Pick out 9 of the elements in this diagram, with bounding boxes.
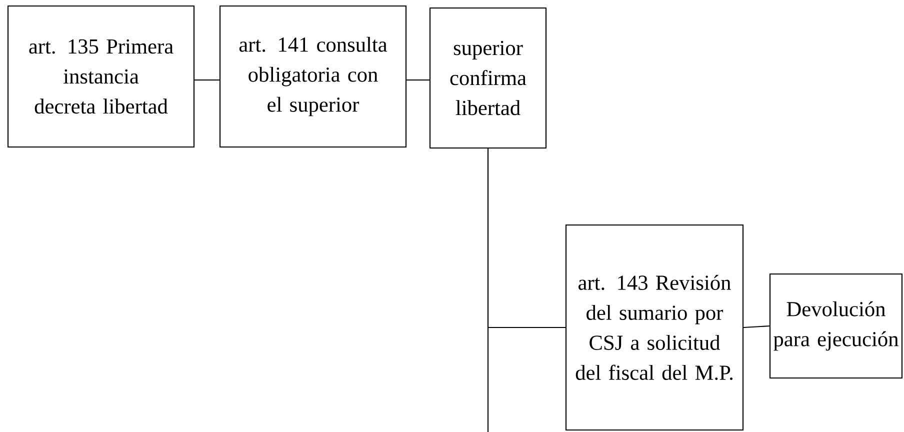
connector-line (194, 79, 220, 81)
connector-line (487, 148, 489, 432)
process-box: Devolución para ejecución (769, 273, 903, 379)
connector-line (744, 325, 770, 328)
process-box: art. 135 Primera instancia decreta libertad (7, 5, 195, 148)
process-box: art. 143 Revisión del sumario por CSJ a solicitud del fiscal del M.P. (565, 224, 744, 431)
process-box: art. 141 consulta obligatoria con el superior (219, 5, 407, 148)
process-box: superior confirma libertad (429, 7, 547, 149)
connector-line (406, 79, 430, 81)
